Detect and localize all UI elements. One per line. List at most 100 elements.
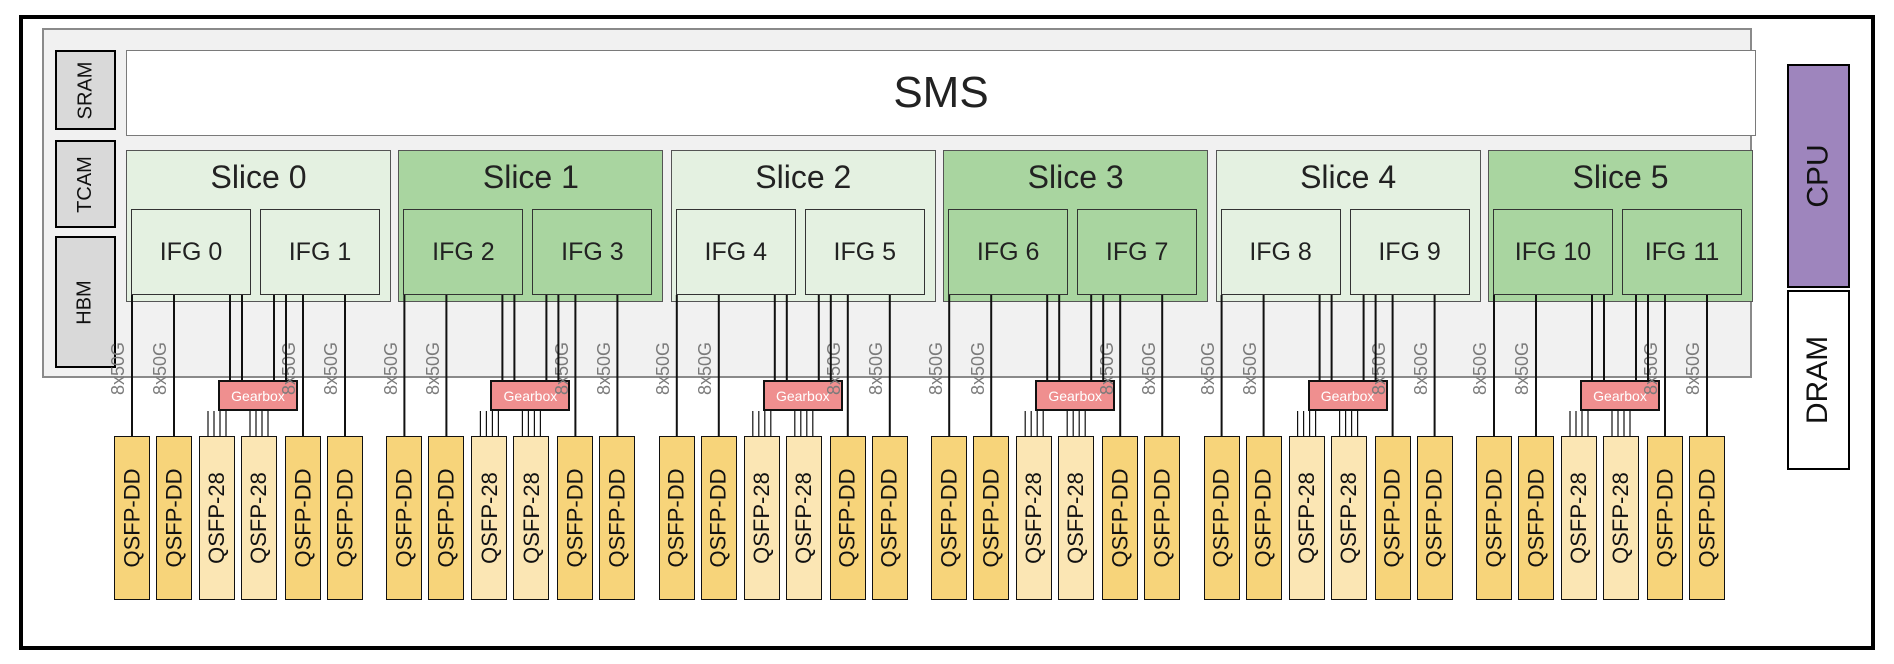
port-label: QSFP-28 bbox=[1021, 472, 1047, 564]
lane-speed-text: 8x50G bbox=[695, 341, 716, 395]
sram-box: SRAM bbox=[55, 50, 116, 130]
port-box: QSFP-DD bbox=[1374, 436, 1411, 600]
lane-speed-label: 8x50G bbox=[422, 328, 444, 408]
port-box: QSFP-DD bbox=[1476, 436, 1512, 600]
gearbox-box: Gearbox bbox=[762, 380, 843, 411]
gearbox-label: Gearbox bbox=[1320, 387, 1375, 404]
lane-speed-label: 8x50G bbox=[1096, 328, 1118, 408]
port-box: QSFP-DD bbox=[428, 436, 465, 600]
port-label: QSFP-28 bbox=[204, 472, 230, 564]
port-box: QSFP-DD bbox=[871, 436, 908, 600]
lane-speed-label: 8x50G bbox=[1641, 328, 1663, 408]
lane-speed-text: 8x50G bbox=[551, 341, 572, 395]
gearbox-label: Gearbox bbox=[1048, 387, 1103, 404]
lane-speed-label: 8x50G bbox=[1138, 328, 1160, 408]
slice-title: Slice 1 bbox=[482, 159, 579, 195]
ifg-label: IFG 0 bbox=[159, 237, 223, 266]
port-box: QSFP-DD bbox=[327, 436, 363, 600]
lane-speed-text: 8x50G bbox=[1683, 341, 1704, 395]
port-label: QSFP-DD bbox=[1208, 468, 1234, 568]
port-box: QSFP-DD bbox=[557, 436, 594, 600]
lane-speed-label: 8x50G bbox=[653, 328, 675, 408]
gearbox-box: Gearbox bbox=[1580, 380, 1660, 411]
lane-speed-label: 8x50G bbox=[279, 328, 301, 408]
ifg-box: IFG 0 bbox=[131, 209, 251, 295]
port-box: QSFP-DD bbox=[973, 436, 1010, 600]
port-box: QSFP-DD bbox=[114, 436, 150, 600]
port-box: QSFP-28 bbox=[1603, 436, 1639, 600]
port-label: QSFP-DD bbox=[876, 468, 902, 568]
ifg-box: IFG 5 bbox=[804, 209, 925, 295]
port-label: QSFP-DD bbox=[1149, 468, 1175, 568]
port-box: QSFP-DD bbox=[829, 436, 866, 600]
dram-box: DRAM bbox=[1787, 290, 1850, 470]
lane-speed-text: 8x50G bbox=[1641, 341, 1662, 395]
lane-speed-label: 8x50G bbox=[1240, 328, 1262, 408]
lane-speed-label: 8x50G bbox=[866, 328, 888, 408]
lane-speed-label: 8x50G bbox=[695, 328, 717, 408]
slice-title: Slice 5 bbox=[1572, 159, 1669, 195]
port-label: QSFP-DD bbox=[562, 468, 588, 568]
dram-label: DRAM bbox=[1801, 335, 1835, 425]
lane-speed-label: 8x50G bbox=[824, 328, 846, 408]
port-label: QSFP-DD bbox=[391, 468, 417, 568]
ifg-box: IFG 2 bbox=[403, 209, 524, 295]
port-label: QSFP-DD bbox=[1523, 468, 1548, 568]
gearbox-label: Gearbox bbox=[775, 387, 830, 404]
ifg-label: IFG 5 bbox=[833, 237, 897, 266]
lane-speed-label: 8x50G bbox=[925, 328, 947, 408]
lane-speed-text: 8x50G bbox=[422, 341, 443, 395]
lane-speed-text: 8x50G bbox=[279, 341, 300, 395]
port-box: QSFP-DD bbox=[700, 436, 737, 600]
lane-speed-text: 8x50G bbox=[653, 341, 674, 395]
lane-speed-label: 8x50G bbox=[1411, 328, 1433, 408]
port-box: QSFP-28 bbox=[1288, 436, 1325, 600]
sms-box: SMS bbox=[126, 50, 1756, 136]
port-box: QSFP-28 bbox=[513, 436, 550, 600]
port-box: QSFP-DD bbox=[1102, 436, 1139, 600]
hbm-label: HBM bbox=[73, 279, 96, 325]
hbm-box: HBM bbox=[55, 236, 116, 368]
ifg-label: IFG 10 bbox=[1514, 237, 1592, 266]
port-box: QSFP-DD bbox=[156, 436, 192, 600]
port-label: QSFP-DD bbox=[834, 468, 860, 568]
port-label: QSFP-DD bbox=[1694, 468, 1719, 568]
port-label: QSFP-DD bbox=[1107, 468, 1133, 568]
lane-speed-text: 8x50G bbox=[1470, 341, 1491, 395]
lane-speed-label: 8x50G bbox=[150, 328, 172, 408]
port-box: QSFP-28 bbox=[471, 436, 508, 600]
gearbox-box: Gearbox bbox=[218, 380, 298, 411]
lane-speed-text: 8x50G bbox=[1369, 341, 1390, 395]
lane-speed-text: 8x50G bbox=[1198, 341, 1219, 395]
port-box: QSFP-DD bbox=[1689, 436, 1725, 600]
sms-label: SMS bbox=[893, 68, 989, 117]
ifg-label: IFG 1 bbox=[288, 237, 352, 266]
lane-speed-text: 8x50G bbox=[108, 341, 129, 395]
lane-speed-text: 8x50G bbox=[321, 341, 342, 395]
port-label: QSFP-28 bbox=[1335, 472, 1361, 564]
lane-speed-text: 8x50G bbox=[1411, 341, 1432, 395]
ifg-label: IFG 6 bbox=[976, 237, 1040, 266]
port-label: QSFP-28 bbox=[518, 472, 544, 564]
lane-speed-text: 8x50G bbox=[593, 341, 614, 395]
tcam-box: TCAM bbox=[55, 140, 116, 228]
port-label: QSFP-28 bbox=[1608, 472, 1634, 564]
gearbox-box: Gearbox bbox=[490, 380, 571, 411]
lane-speed-text: 8x50G bbox=[925, 341, 946, 395]
gearbox-label: Gearbox bbox=[231, 387, 285, 404]
slice-title: Slice 2 bbox=[755, 159, 852, 195]
port-label: QSFP-DD bbox=[1379, 468, 1405, 568]
port-label: QSFP-28 bbox=[748, 472, 774, 564]
ifg-box: IFG 8 bbox=[1220, 209, 1341, 295]
sram-label: SRAM bbox=[74, 61, 97, 119]
ifg-label: IFG 11 bbox=[1644, 237, 1720, 266]
lane-speed-text: 8x50G bbox=[824, 341, 845, 395]
lane-speed-label: 8x50G bbox=[593, 328, 615, 408]
lane-speed-text: 8x50G bbox=[866, 341, 887, 395]
port-box: QSFP-28 bbox=[1058, 436, 1095, 600]
port-label: QSFP-DD bbox=[433, 468, 459, 568]
ifg-box: IFG 6 bbox=[948, 209, 1069, 295]
port-label: QSFP-DD bbox=[936, 468, 962, 568]
lane-speed-text: 8x50G bbox=[150, 341, 171, 395]
